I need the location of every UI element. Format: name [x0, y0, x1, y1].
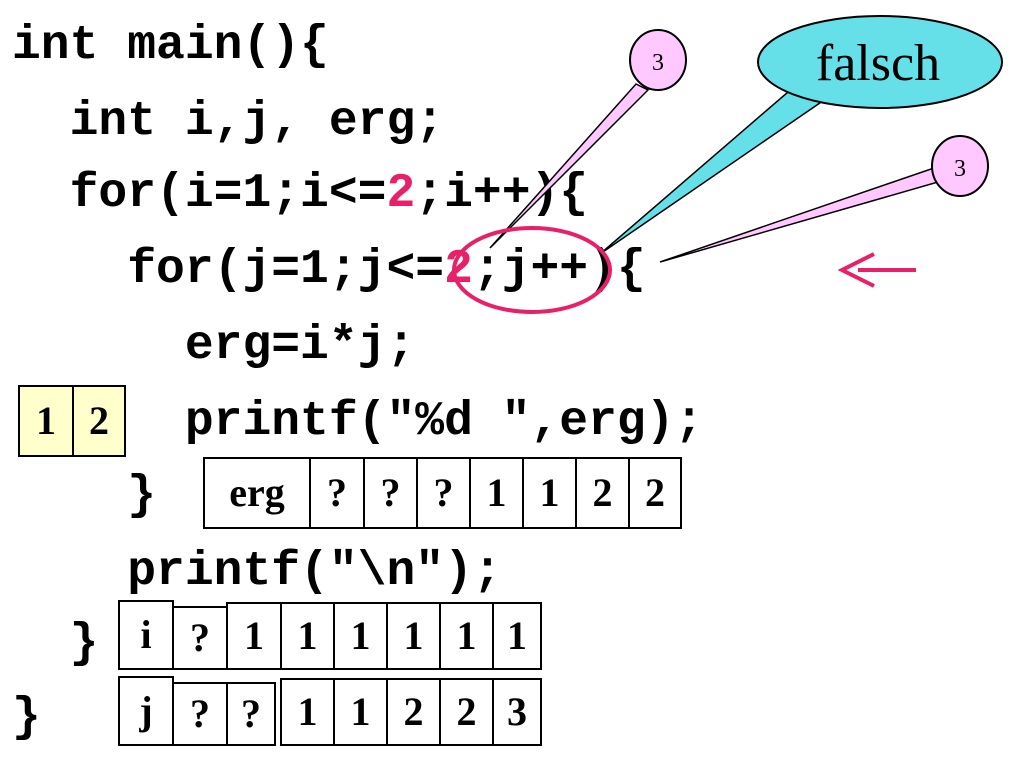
condition-highlight-ellipse [452, 226, 612, 314]
falsch-callout-text: falsch [816, 35, 940, 92]
code-line: } [12, 691, 41, 745]
outer-limit-highlight: 2 [386, 167, 416, 221]
erg-cell: 2 [628, 457, 682, 529]
value-callout-top [629, 29, 687, 91]
falsch-callout [757, 15, 1003, 109]
i-cell: 1 [492, 602, 542, 670]
value-callout-right-text: 3 [954, 156, 966, 182]
output-cell: 2 [72, 385, 126, 457]
code-line: printf("%d ",erg); [12, 395, 704, 449]
i-label: i [118, 600, 174, 670]
value-callout-right [931, 135, 989, 197]
i-cell: 1 [386, 602, 441, 670]
value-callout-top-pointer [489, 83, 650, 249]
i-cell: 1 [280, 602, 335, 670]
j-cell: ? [226, 682, 276, 746]
code-line-inner-loop: for(j=1;j<=2;j++){ [12, 243, 646, 297]
code-line: printf("\n"); [12, 545, 502, 599]
value-callout-top-text: 3 [652, 50, 664, 76]
j-cell: 1 [333, 678, 388, 746]
code-line: erg=i*j; [12, 319, 416, 373]
code-line: } [12, 617, 99, 671]
falsch-callout-pointer [599, 91, 833, 255]
j-cell: ? [172, 682, 228, 746]
output-cell: 1 [18, 385, 74, 457]
code-line: int main(){ [12, 19, 329, 73]
current-line-arrow [837, 252, 916, 288]
j-cell: 2 [439, 678, 494, 746]
code-line: int i,j, erg; [12, 95, 445, 149]
i-cell: 1 [333, 602, 388, 670]
erg-label: erg [203, 457, 311, 529]
j-cell: 1 [280, 678, 335, 746]
erg-cell: 1 [522, 457, 577, 529]
code-line: } [12, 469, 157, 523]
i-cell: 1 [439, 602, 494, 670]
j-cell: 3 [492, 678, 542, 746]
erg-cell: 2 [575, 457, 630, 529]
